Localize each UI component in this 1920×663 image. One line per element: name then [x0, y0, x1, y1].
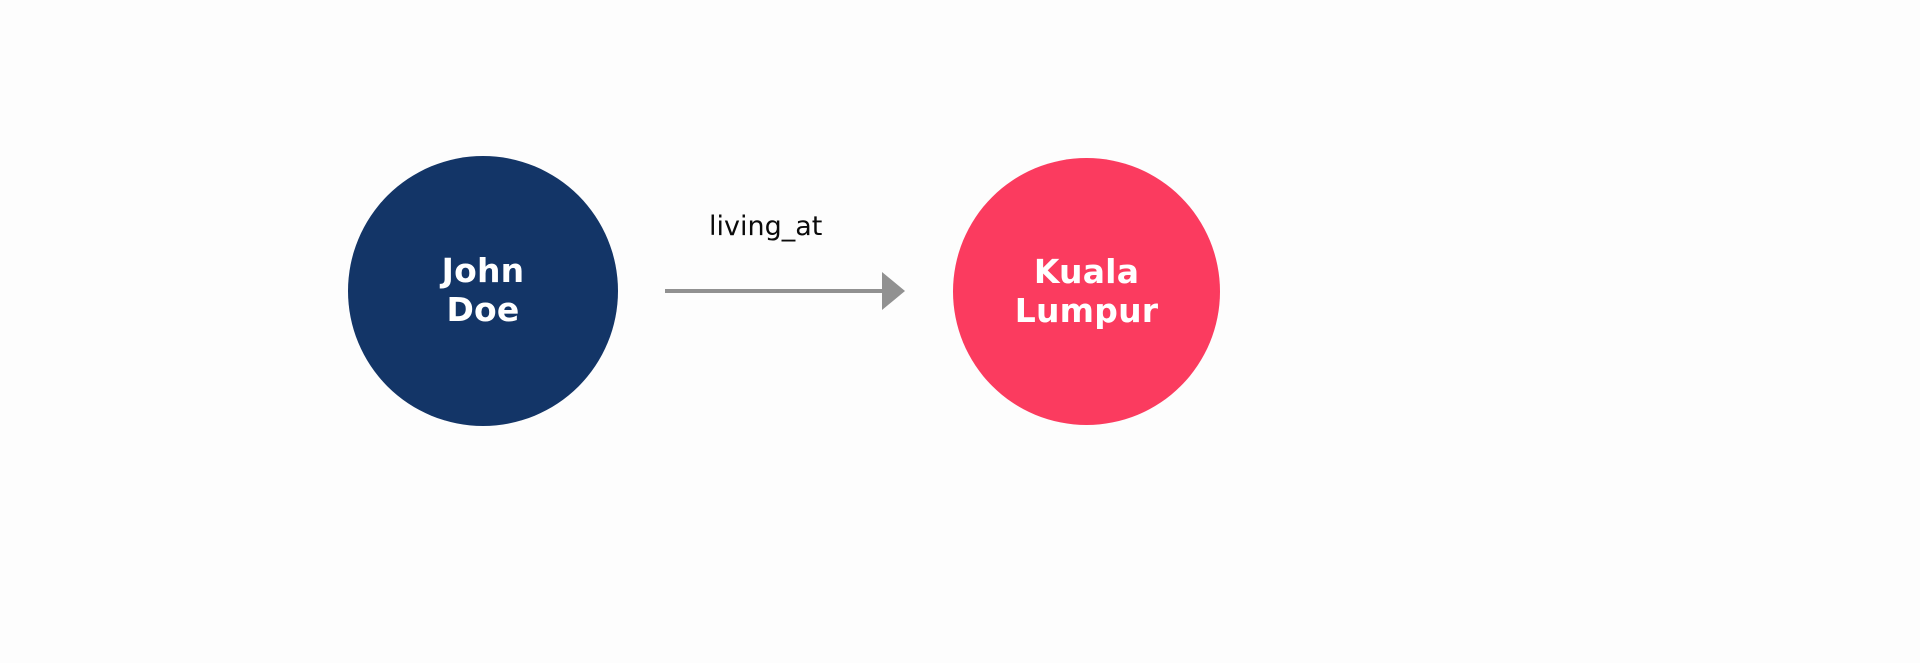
arrowhead-icon: [882, 272, 905, 310]
node-city-label-line1: Kuala: [1033, 251, 1140, 291]
node-person-label-line2: Doe: [446, 290, 520, 329]
node-city-label: Kuala Lumpur: [974, 251, 1199, 331]
node-person-label-line1: John: [441, 251, 525, 291]
edge-label-living-at: living_at: [709, 211, 823, 242]
graph-node-person[interactable]: John Doe: [348, 156, 618, 426]
graph-node-city[interactable]: Kuala Lumpur: [953, 158, 1220, 425]
edge-living-at[interactable]: [665, 272, 905, 310]
node-city-label-line2: Lumpur: [1014, 290, 1159, 330]
node-person-label: John Doe: [378, 251, 588, 330]
